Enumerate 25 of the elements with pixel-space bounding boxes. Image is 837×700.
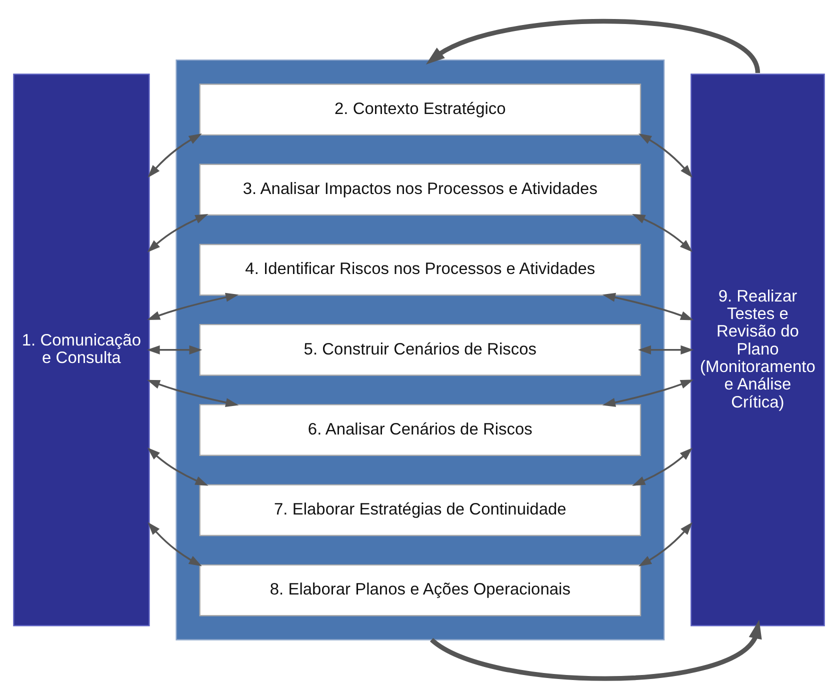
node-box: 5. Construir Cenários de Riscos <box>198 324 641 376</box>
node-box: 9. Realizar Testes e Revisão do Plano (Monitoramento e Análise Crítica) <box>690 74 824 626</box>
arrow <box>602 380 694 407</box>
arrow <box>147 522 202 566</box>
arrow <box>638 522 692 566</box>
arrow <box>146 292 238 320</box>
node-box: 6. Analisar Cenários de Riscos <box>198 404 641 456</box>
arrow <box>146 214 208 252</box>
arrow <box>632 214 692 252</box>
cluster <box>175 60 664 640</box>
node-box: 8. Elaborar Planos e Ações Operacionais <box>198 564 641 616</box>
node-box: 7. Elaborar Estratégias de Continuidade <box>198 484 641 536</box>
arrow <box>638 345 694 354</box>
arrow <box>146 380 238 407</box>
arrow <box>146 448 208 486</box>
arrow <box>147 134 202 178</box>
node-box: 1. Comunicação e Consulta <box>12 74 150 626</box>
node-box: 2. Contexto Estratégico <box>198 84 641 136</box>
node-box: 3. Analisar Impactos nos Processos e Atividades <box>198 164 641 216</box>
arrow <box>430 620 762 681</box>
node-box: 4. Identificar Riscos nos Processos e Atividades <box>198 244 641 296</box>
arrow <box>146 345 202 354</box>
arrow <box>638 134 692 178</box>
arrow <box>602 292 694 320</box>
arrow <box>632 448 692 486</box>
